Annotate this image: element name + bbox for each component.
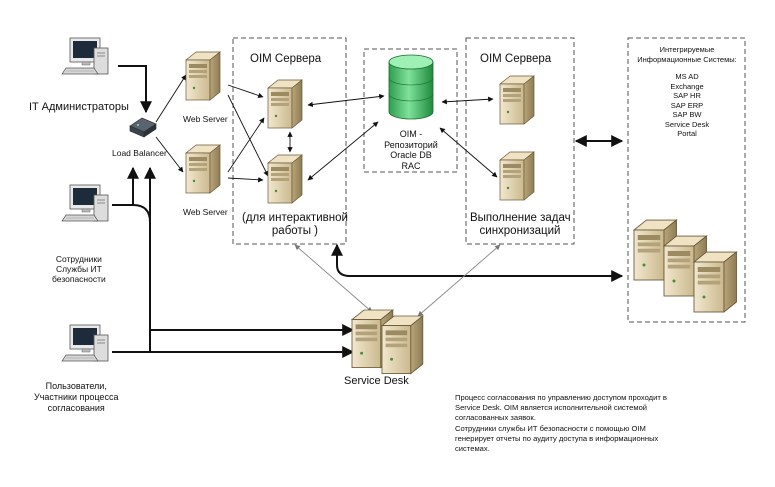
note-paragraph: Сотрудники службы ИТ безопасности с помо… (455, 424, 659, 453)
admin-workstation-icon (61, 37, 109, 75)
web-server-icon (185, 144, 221, 194)
integrated-server-icon (693, 251, 738, 313)
web-server-icon (185, 51, 221, 101)
oracle-db-icon (388, 54, 434, 120)
load-balancer-icon (129, 117, 157, 138)
service-desk-connections (294, 244, 501, 317)
repository-group (363, 48, 458, 173)
integrated-systems-group (627, 37, 746, 323)
integrated-systems-list: Интегрируемые Информационные Системы: MS… (637, 45, 737, 138)
user-workstation-icon (61, 324, 109, 362)
note-paragraph: Процесс согласования по управлению досту… (455, 393, 667, 422)
users-label: Пользователи, Участники процесса согласо… (34, 381, 119, 413)
oim-server-icon (267, 79, 303, 129)
service-desk-label: Service Desk (344, 375, 409, 387)
oim-sync-server-icon (499, 151, 535, 201)
security-staff-label: Сотрудники Службы ИТ безопасности (52, 254, 106, 284)
oim-interactive-caption: (для интерактивной работы ) (242, 212, 348, 237)
oim-interactive-title: OIM Сервера (250, 53, 322, 65)
load-balancer-label: Load Balancer (112, 148, 167, 158)
oim-sync-caption: Выполнение задач синхронизаций (470, 212, 571, 237)
process-notes: Процесс согласования по управлению досту… (455, 393, 700, 455)
oim-server-icon (267, 154, 303, 204)
web-server-label: Web Server (183, 207, 228, 217)
web-server-label: Web Server (183, 114, 228, 124)
oim-sync-title: OIM Сервера (480, 53, 552, 65)
service-desk-server-icon (381, 315, 424, 375)
oim-sync-server-icon (499, 75, 535, 125)
repository-label: OIM - Репозиторий Oracle DB RAC (384, 129, 438, 171)
thin-connections (155, 74, 498, 183)
admins-label: IT Администраторы (29, 101, 129, 113)
security-workstation-icon (61, 184, 109, 222)
